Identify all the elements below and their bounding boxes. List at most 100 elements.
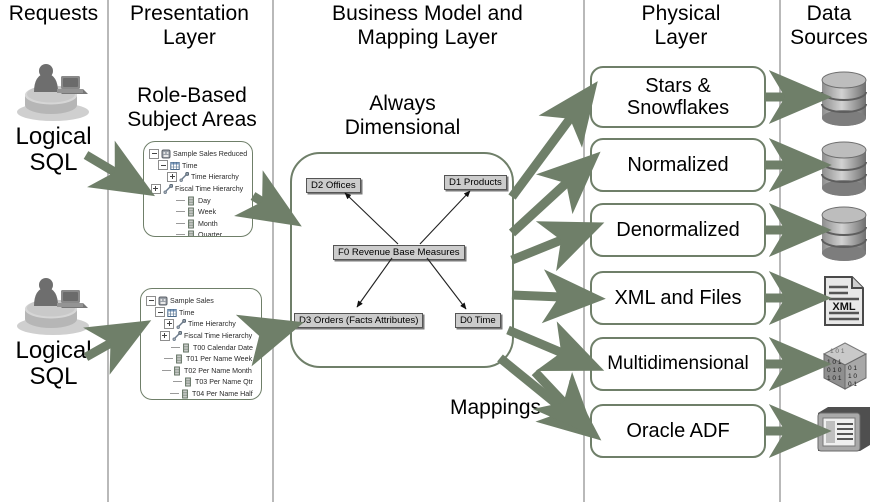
collapse-minus-icon[interactable] [146, 295, 156, 306]
business-subtitle-line1: Always [369, 92, 436, 115]
tree-node[interactable]: Sample Sales [146, 295, 255, 307]
column-icon [183, 377, 192, 387]
logical-sql-label-1: Logical SQL [0, 123, 107, 177]
tree-node-label: Fiscal Time Hierarchy [174, 184, 244, 194]
column-icon [181, 343, 190, 353]
expand-plus-icon[interactable] [164, 318, 174, 329]
entity-f0-revenue-base-measures[interactable]: F0 Revenue Base Measures [333, 245, 465, 260]
tree-node[interactable]: T02 Per Name Month [146, 365, 255, 377]
tree-node[interactable]: Quarter [149, 229, 246, 236]
column-icon [180, 389, 189, 399]
physical-box-multidimensional-label: Multidimensional [607, 352, 749, 374]
presentation-subtitle: Role-Based Subject Areas [107, 84, 277, 131]
column-header-requests: Requests [0, 2, 107, 26]
physical-box-normalized[interactable]: Normalized [590, 138, 766, 192]
physical-box-xml-and-files[interactable]: XML and Files [590, 271, 766, 325]
xml-file-icon-label: XML [832, 301, 856, 313]
collapse-minus-icon[interactable] [158, 160, 168, 171]
mappings-label: Mappings [450, 396, 542, 419]
person-at-desk-icon-1 [13, 62, 99, 124]
entity-d1-products[interactable]: D1 Products [444, 175, 507, 190]
svg-text:1 0 1: 1 0 1 [830, 348, 845, 355]
tree-node[interactable]: T05 Per Name Year [146, 399, 255, 400]
tree-node[interactable]: Week [149, 206, 246, 218]
xml-file-icon: XML [821, 275, 867, 327]
tree-node[interactable]: Month [149, 218, 246, 230]
hierarchy-icon [179, 172, 189, 183]
tree-node[interactable]: T03 Per Name Qtr [146, 376, 255, 388]
expand-plus-icon[interactable] [167, 171, 177, 182]
column-header-business-line1: Business Model and [332, 2, 523, 25]
tree-node[interactable]: T01 Per Name Week [146, 353, 255, 365]
tree-node-label: T04 Per Name Half [191, 389, 253, 399]
tree-node-label: Sample Sales [170, 296, 214, 306]
entity-d0-time[interactable]: D0 Time [455, 313, 501, 328]
tree-node[interactable]: Time Hierarchy [149, 171, 246, 183]
physical-box-stars-snowflakes-line1: Stars & [645, 75, 711, 97]
presentation-subtitle-line1: Role-Based [137, 84, 247, 107]
tree-node[interactable]: Fiscal Time Hierarchy [149, 183, 246, 195]
column-divider-1 [107, 0, 109, 502]
collapse-minus-icon[interactable] [155, 307, 165, 318]
database-cylinder-icon-2 [818, 140, 870, 198]
logical-sql-label-2: Logical SQL [0, 337, 107, 391]
tree-node-label: Month [198, 218, 218, 228]
tree-node-label: Time [179, 307, 195, 317]
tree-node[interactable]: Day [149, 194, 246, 206]
column-icon [186, 219, 195, 229]
column-divider-2 [272, 0, 274, 502]
column-header-sources: Data Sources [779, 2, 879, 49]
logical-sql-label-2-line2: SQL [29, 363, 78, 391]
tree-node-label: Day [198, 195, 211, 205]
tree-node[interactable]: Fiscal Time Hierarchy [146, 330, 255, 342]
column-header-sources-line1: Data [806, 2, 852, 25]
physical-box-denormalized-label: Denormalized [616, 219, 740, 241]
collapse-minus-icon[interactable] [149, 148, 159, 159]
svg-text:1 0 1: 1 0 1 [827, 375, 842, 382]
column-header-physical: Physical Layer [583, 2, 779, 49]
physical-box-oracle-adf[interactable]: Oracle ADF [590, 404, 766, 458]
tree-node[interactable]: Sample Sales Reduced [149, 148, 247, 160]
business-subtitle-line2: Dimensional [344, 115, 461, 139]
tree-node[interactable]: Time Hierarchy [146, 318, 255, 330]
tree-node[interactable]: Time [149, 160, 246, 172]
expand-plus-icon[interactable] [159, 330, 170, 341]
tree-node-label: Time Hierarchy [188, 319, 236, 329]
column-header-physical-line1: Physical [641, 2, 721, 25]
physical-box-stars-snowflakes-line2: Snowflakes [626, 97, 730, 119]
tree-node-label: Time Hierarchy [191, 172, 239, 182]
tree-leaf-connector [170, 346, 180, 348]
tree-leaf-connector [176, 222, 185, 224]
person-at-desk-icon-2 [13, 276, 99, 338]
column-header-presentation-line1: Presentation [129, 2, 250, 25]
entity-d2-offices[interactable]: D2 Offices [306, 178, 361, 193]
table-icon [170, 161, 180, 170]
tree-leaf-connector [162, 369, 172, 371]
entity-d3-orders[interactable]: D3 Orders (Facts Attributes) [294, 313, 424, 328]
physical-box-oracle-adf-label: Oracle ADF [626, 420, 730, 442]
tree-node-label: T02 Per Name Month [184, 365, 253, 375]
physical-box-multidimensional[interactable]: Multidimensional [590, 337, 766, 391]
column-header-business-line2: Mapping Layer [357, 25, 498, 49]
catalog-icon [161, 149, 171, 159]
column-icon [186, 196, 195, 206]
tree-leaf-connector [176, 211, 185, 213]
expand-plus-icon[interactable] [150, 183, 161, 194]
catalog-icon [158, 296, 168, 306]
tree-node[interactable]: Time [146, 307, 255, 319]
column-header-business: Business Model and Mapping Layer [272, 2, 583, 49]
tree-node[interactable]: T04 Per Name Half [146, 388, 255, 399]
tree-node[interactable]: T00 Calendar Date [146, 341, 255, 353]
svg-text:0 1 0: 0 1 0 [827, 367, 842, 374]
tree-leaf-connector [176, 234, 185, 236]
tree-leaf-connector [164, 358, 174, 360]
column-header-physical-line2: Layer [654, 25, 708, 49]
physical-box-denormalized[interactable]: Denormalized [590, 203, 766, 257]
physical-box-stars-snowflakes[interactable]: Stars & Snowflakes [590, 66, 766, 128]
svg-text:0 1: 0 1 [848, 365, 857, 372]
logical-sql-label-2-line1: Logical [15, 337, 92, 364]
